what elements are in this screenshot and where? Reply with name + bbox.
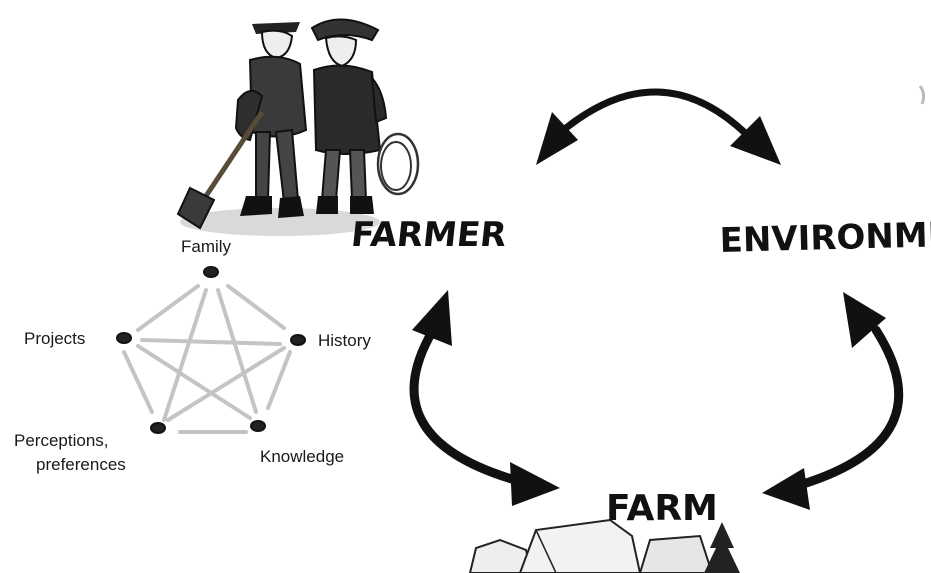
farmer-label: FARMER — [349, 215, 508, 255]
farm-illustration — [468, 518, 740, 573]
family-label: Family — [181, 237, 232, 256]
pentagon-links — [122, 284, 292, 434]
farm-label: FARM — [606, 488, 718, 529]
farmer-man-figure — [176, 22, 308, 230]
history-node — [290, 334, 306, 346]
perceptions-label-line1: Perceptions, — [14, 431, 109, 450]
perceptions-node — [150, 422, 166, 434]
arrow-farmer-environment — [536, 88, 781, 165]
knowledge-node — [250, 420, 266, 432]
pentagon-nodes — [116, 266, 306, 434]
farmers-illustration — [176, 18, 420, 236]
family-node — [203, 266, 219, 278]
arrow-farmer-farm — [409, 290, 560, 506]
arrow-environment-farm — [762, 292, 904, 510]
history-label: History — [318, 331, 371, 350]
projects-label: Projects — [24, 329, 85, 348]
environment-label: ENVIRONME — [719, 215, 931, 261]
farmer-woman-figure — [310, 18, 420, 214]
knowledge-label: Knowledge — [260, 447, 344, 466]
projects-node — [116, 332, 132, 344]
perceptions-label-line2: preferences — [36, 455, 126, 474]
edge-mark — [918, 85, 926, 105]
